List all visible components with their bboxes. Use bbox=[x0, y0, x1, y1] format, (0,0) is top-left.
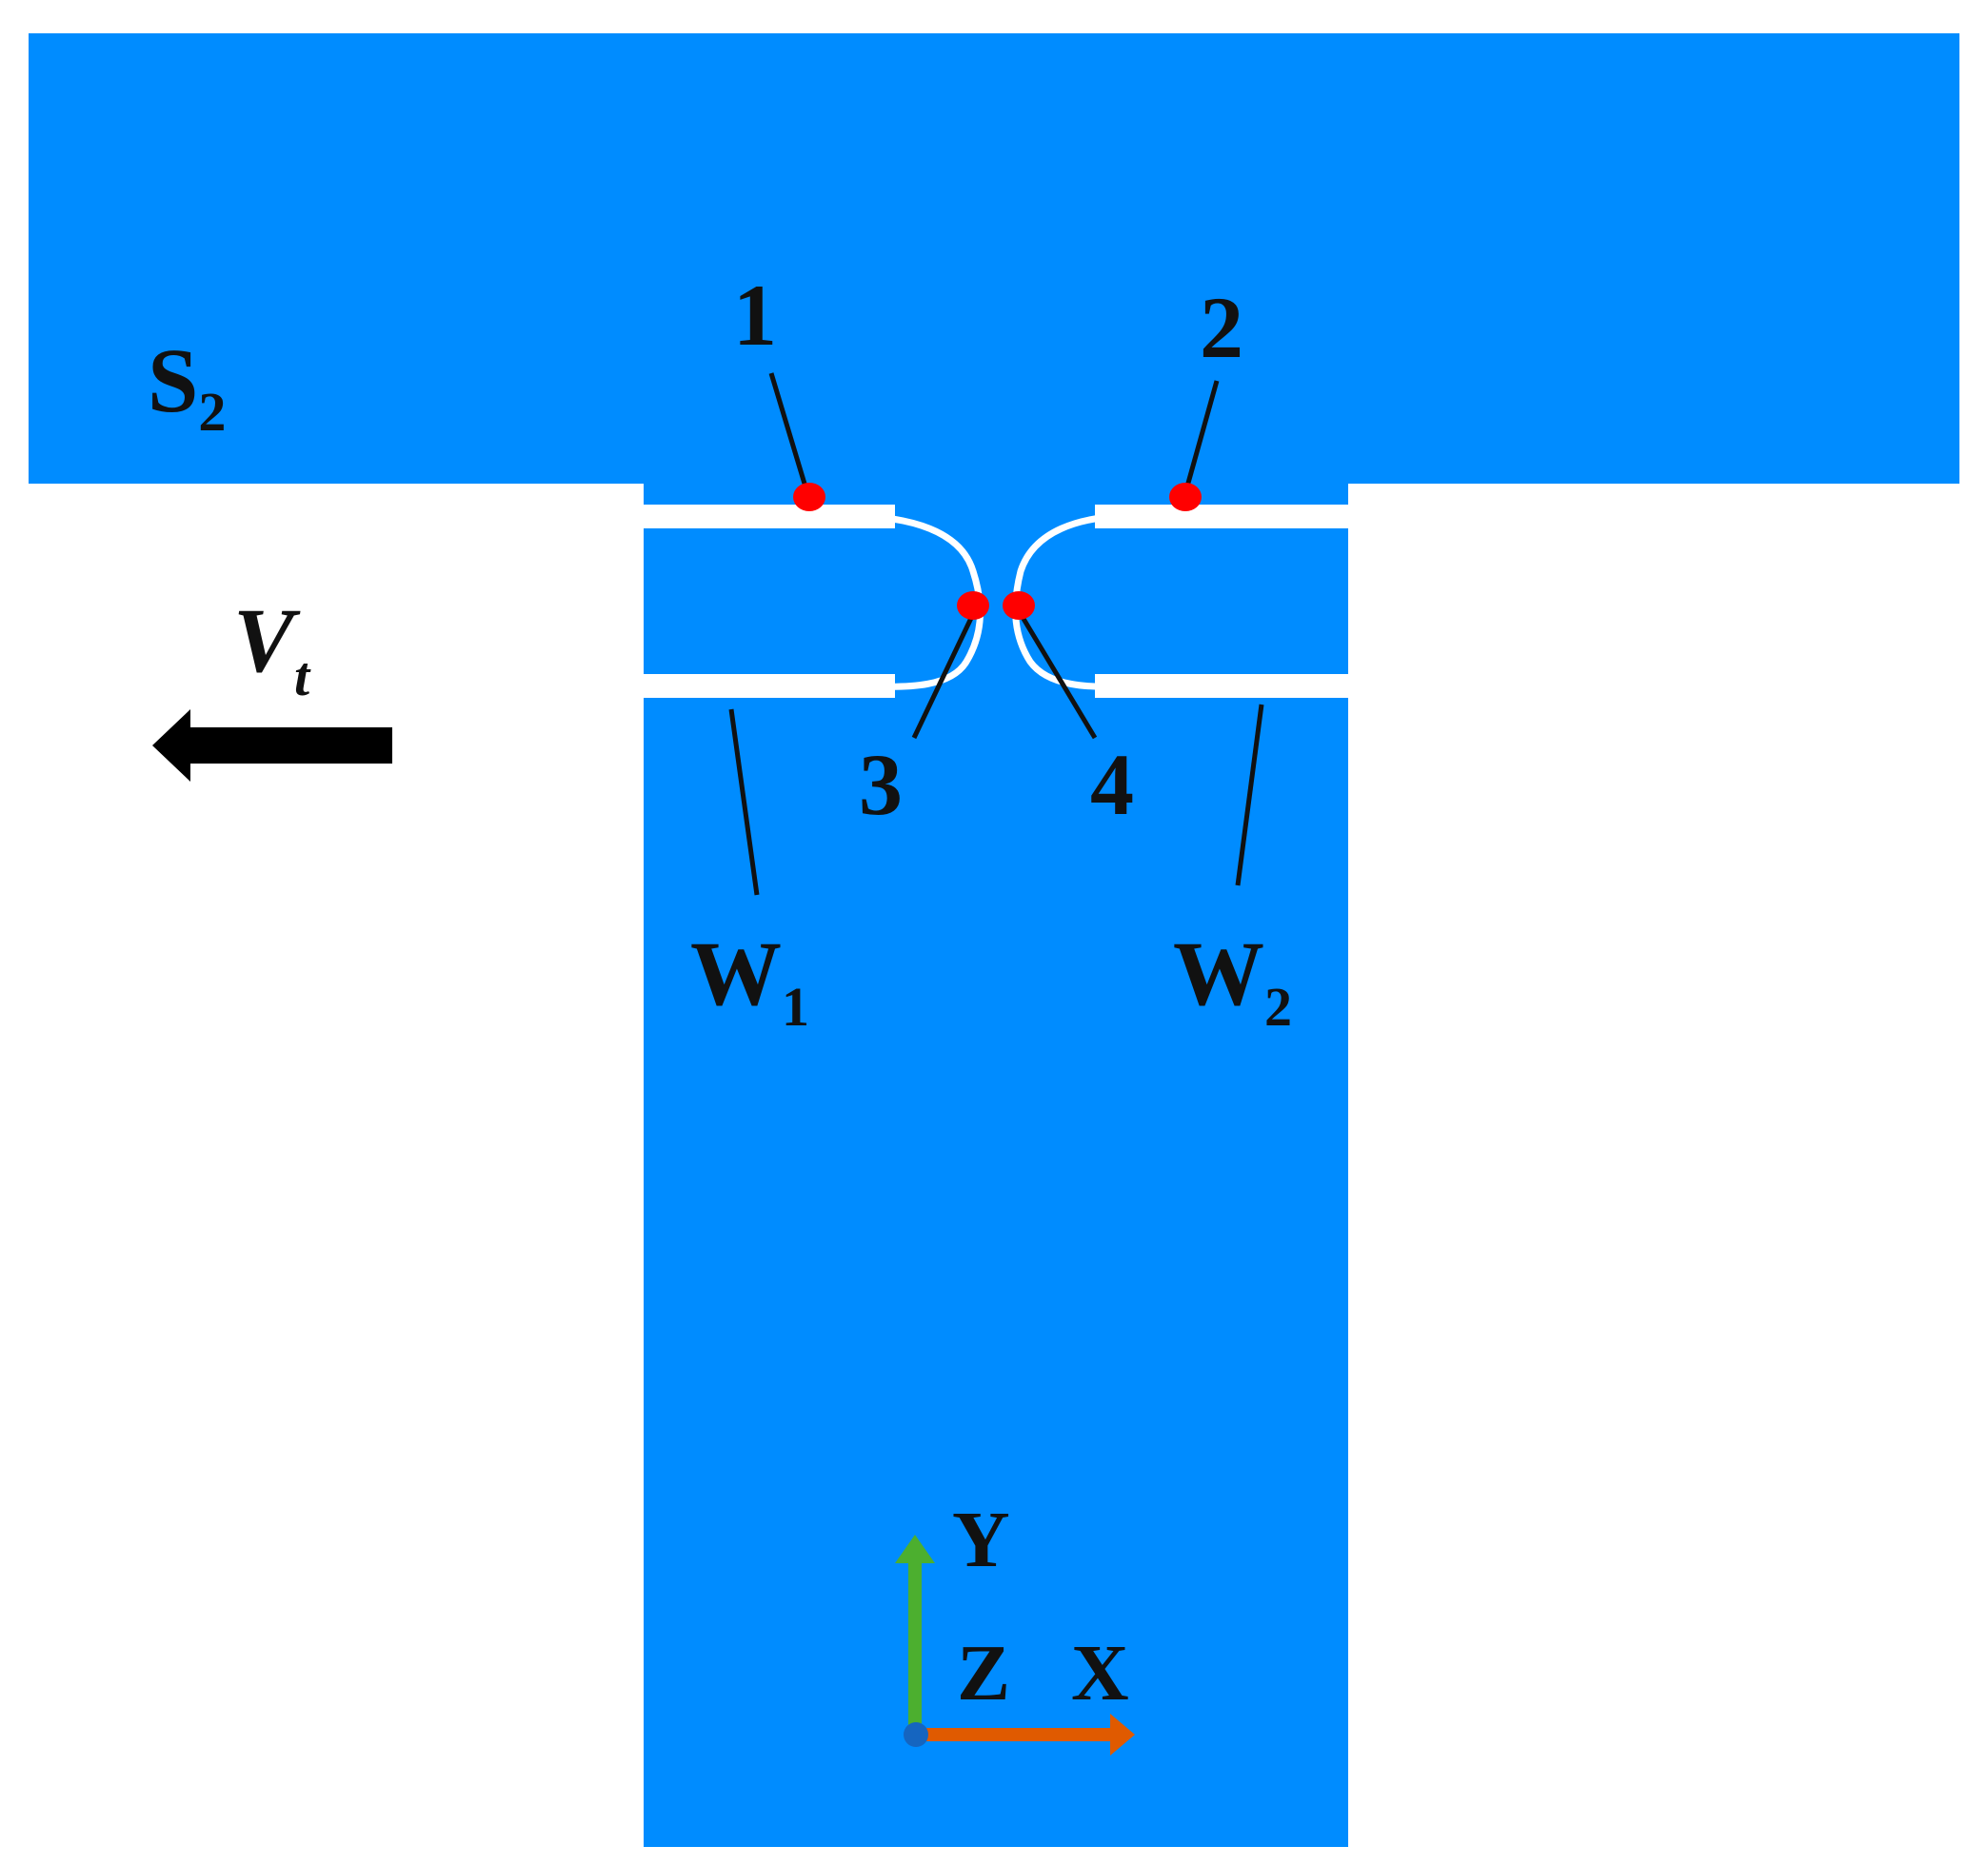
w1-label-main: W bbox=[690, 923, 782, 1024]
leader-line-1 bbox=[768, 372, 810, 494]
marker-point-1 bbox=[793, 483, 825, 511]
s2-label-sub: 2 bbox=[198, 381, 226, 443]
point-label-4: 4 bbox=[1090, 736, 1134, 833]
y-axis-shaft bbox=[908, 1561, 922, 1735]
axis-label-x: X bbox=[1071, 1629, 1129, 1717]
marker-point-2 bbox=[1169, 483, 1202, 511]
leader-line-w1 bbox=[728, 708, 760, 896]
w2-label-main: W bbox=[1173, 923, 1264, 1024]
velocity-arrow-head bbox=[152, 709, 190, 782]
point-label-1: 1 bbox=[733, 267, 777, 364]
right-arrow-icon bbox=[1110, 1714, 1135, 1756]
leader-line-4 bbox=[1018, 612, 1098, 740]
z-axis-origin bbox=[904, 1722, 928, 1747]
marker-point-3 bbox=[957, 591, 989, 620]
marker-point-4 bbox=[1003, 591, 1035, 620]
s2-label-main: S bbox=[148, 329, 198, 431]
x-axis-shaft bbox=[916, 1728, 1112, 1741]
w2-label-sub: 2 bbox=[1264, 976, 1292, 1038]
leader-line-w2 bbox=[1235, 704, 1264, 886]
velocity-label: Vt bbox=[233, 589, 311, 707]
left-arrow-icon bbox=[152, 709, 392, 782]
axis-label-z: Z bbox=[957, 1629, 1010, 1717]
axis-label-y: Y bbox=[952, 1496, 1010, 1584]
leader-line-3 bbox=[911, 612, 976, 740]
s2-label: S2 bbox=[148, 329, 226, 443]
top-plate-s2 bbox=[29, 33, 1959, 484]
coordinate-axes bbox=[895, 1535, 1135, 1756]
up-arrow-icon bbox=[895, 1535, 935, 1563]
point-label-3: 3 bbox=[859, 736, 903, 833]
velocity-label-sub: t bbox=[294, 645, 311, 707]
jet-zone-fill bbox=[895, 505, 1095, 698]
velocity-arrow-shaft bbox=[190, 727, 392, 764]
w1-label: W1 bbox=[690, 923, 809, 1038]
velocity-label-main: V bbox=[233, 589, 301, 691]
w1-label-sub: 1 bbox=[782, 976, 809, 1038]
point-label-2: 2 bbox=[1200, 279, 1243, 376]
leader-line-2 bbox=[1183, 380, 1220, 494]
base-plate bbox=[644, 696, 1348, 1847]
w2-label: W2 bbox=[1173, 923, 1292, 1038]
